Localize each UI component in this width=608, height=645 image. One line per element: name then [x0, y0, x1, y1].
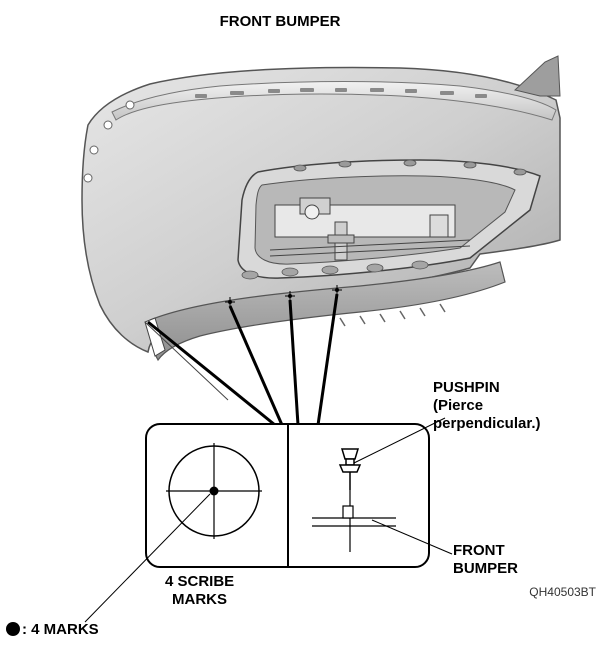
rim-clips: [195, 88, 487, 98]
bumper-internal-bracket: [269, 197, 471, 261]
left-edge-tabs: [83, 100, 135, 183]
scribe-mark-3: [332, 285, 342, 295]
scribe-leader-lines: [147, 293, 339, 427]
scribe-mark-1: [225, 297, 235, 307]
lower-lip-ridges: [339, 303, 446, 327]
label-front-bumper-right: FRONT: [453, 542, 505, 559]
lower-clips: [241, 260, 429, 280]
label-pushpin: PUSHPIN: [433, 379, 500, 396]
bumper-illustration: [81, 55, 561, 401]
marks-legend-dot-icon: [6, 622, 20, 636]
pushpin-icon: [338, 448, 362, 490]
detail-callout-box: [145, 423, 430, 568]
marks-legend-leader-line: [84, 493, 211, 623]
label-pushpin-pierce: (Pierce: [433, 397, 483, 414]
scribe-marks-on-bumper: [225, 285, 342, 307]
label-pushpin-perpendicular: perpendicular.): [433, 415, 541, 432]
front-bumper-leader-line: [371, 519, 453, 555]
label-marks-legend: : 4 MARKS: [22, 621, 99, 638]
pushpin-leader-line: [353, 417, 446, 464]
bumper-cross-section: [312, 505, 396, 527]
label-scribe-marks-2: MARKS: [172, 591, 227, 608]
label-front-bumper-right-2: BUMPER: [453, 560, 518, 577]
bumper-lower-lip: [149, 261, 506, 362]
figure-code: QH40503BT: [529, 585, 596, 599]
label-front-bumper-top: FRONT BUMPER: [220, 13, 341, 30]
scribe-mark-2: [285, 291, 295, 301]
right-fender-edge: [513, 55, 561, 97]
grille-bolts: [293, 159, 527, 176]
bottom-edge-strip: [144, 317, 166, 357]
scribe-mark-crosshair: [166, 443, 262, 539]
label-scribe-marks: 4 SCRIBE: [165, 573, 234, 590]
